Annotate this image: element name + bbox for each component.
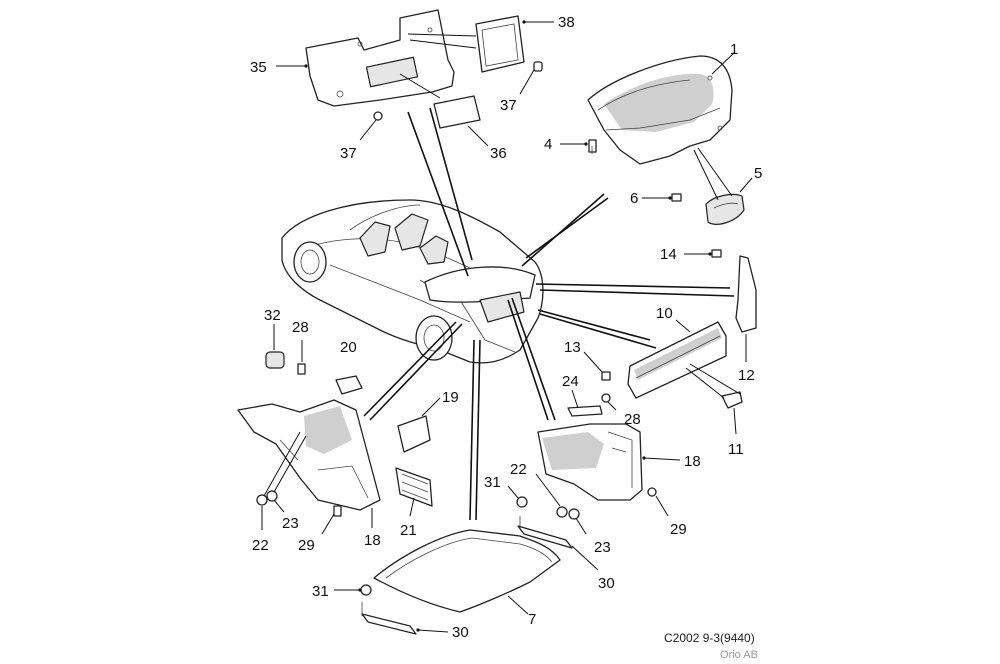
guide-lines (363, 107, 735, 521)
part-18-right-trim-panel (537, 423, 643, 501)
callout-38: 38 (558, 14, 575, 31)
callout-29-right: 29 (670, 521, 687, 538)
part-31-clip-right (516, 496, 528, 508)
part-29-clip-right (647, 487, 657, 497)
part-29-clip-left (333, 505, 342, 517)
callout-18-right: 18 (684, 453, 701, 470)
callout-4: 4 (544, 136, 552, 153)
part-19-bracket (397, 415, 431, 453)
part-11-clip (721, 391, 743, 409)
callout-29-left: 29 (298, 537, 315, 554)
credit-text: Orio AB (720, 649, 758, 661)
part-22-clip-left (256, 494, 268, 506)
part-7-floor-mat (373, 529, 561, 613)
callout-24: 24 (562, 373, 579, 390)
callout-5: 5 (754, 165, 762, 182)
callout-36: 36 (490, 145, 507, 162)
callout-23-left: 23 (282, 515, 299, 532)
part-35-insulation-panel (305, 9, 455, 107)
callout-13: 13 (564, 339, 581, 356)
part-24-bracket (567, 405, 603, 417)
part-12-side-panel (735, 255, 757, 333)
callout-23-right: 23 (594, 539, 611, 556)
part-28-clip-right (601, 393, 611, 403)
callout-14: 14 (660, 246, 677, 263)
callout-30-right: 30 (598, 575, 615, 592)
callout-30-bottom: 30 (452, 624, 469, 641)
callout-37-right: 37 (500, 97, 517, 114)
callout-20: 20 (340, 339, 357, 356)
convertible-car-illustration (281, 199, 544, 364)
callout-31-bottom: 31 (312, 583, 329, 600)
part-4-screw (588, 139, 597, 154)
callout-19: 19 (442, 389, 459, 406)
part-13-screw (601, 371, 611, 381)
callout-10: 10 (656, 305, 673, 322)
callout-labels: 1 4 5 6 7 10 11 12 13 14 18 18 1 (250, 14, 762, 641)
part-38-board (475, 15, 525, 73)
part-23-clip-left (266, 490, 278, 502)
callout-28-right: 28 (624, 411, 641, 428)
part-1-trunk-lid-liner (587, 55, 733, 165)
part-22-clip-right (556, 506, 568, 518)
callout-1: 1 (730, 41, 738, 58)
part-37-clip-b (533, 61, 543, 72)
callout-21: 21 (400, 522, 417, 539)
part-36-plate (433, 95, 481, 129)
callout-28-left: 28 (292, 319, 309, 336)
part-20-cover (335, 375, 363, 395)
part-5-handle (705, 193, 745, 225)
part-21-grille (395, 467, 433, 507)
part-28-clip-left (297, 363, 306, 375)
callout-22-left: 22 (252, 537, 269, 554)
callout-35: 35 (250, 59, 267, 76)
callout-22-right: 22 (510, 461, 527, 478)
part-37-clip-a (373, 111, 383, 121)
callout-7: 7 (528, 611, 536, 628)
part-32-bumper (265, 351, 285, 369)
part-30-rail-bottom (361, 602, 417, 635)
callout-37-left: 37 (340, 145, 357, 162)
part-30-rail-right (517, 516, 573, 549)
part-10-sill-plate (627, 321, 727, 399)
part-6-screw (671, 193, 682, 202)
reference-code: C2002 9-3(9440) (664, 631, 755, 645)
callout-31-right: 31 (484, 474, 501, 491)
callout-18-left: 18 (364, 532, 381, 549)
callout-6: 6 (630, 190, 638, 207)
callout-11: 11 (728, 441, 744, 458)
callout-12: 12 (738, 367, 755, 384)
callout-32: 32 (264, 307, 281, 324)
part-14-screw (711, 249, 722, 258)
part-23-clip-right (568, 508, 580, 520)
part-31-clip-bottom (360, 584, 372, 596)
part-18-left-trim-panel (237, 399, 381, 511)
